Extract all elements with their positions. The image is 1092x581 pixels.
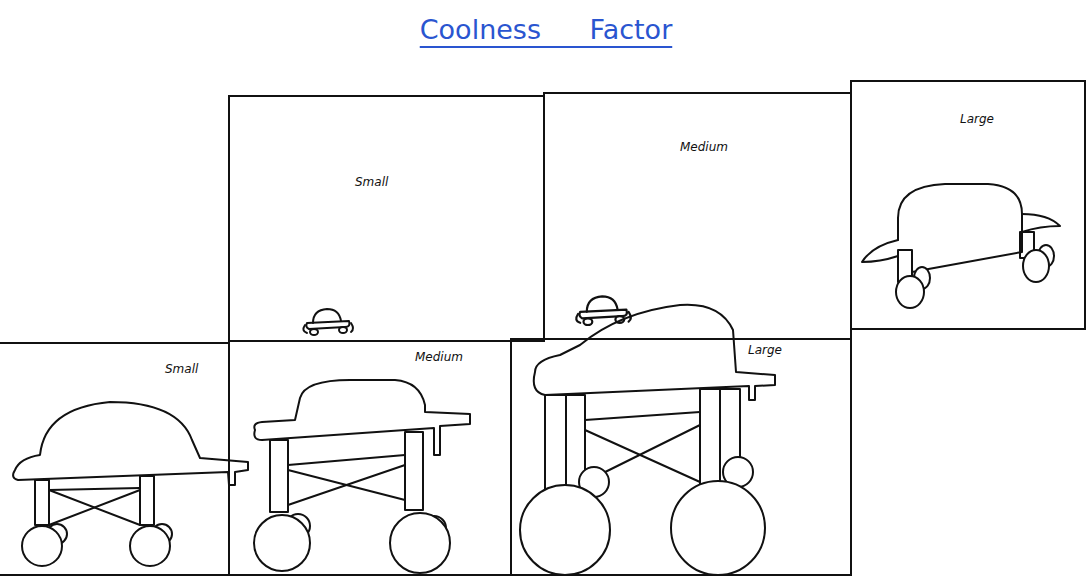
car-wheel <box>896 276 924 308</box>
size-label: Medium <box>680 140 728 154</box>
lifted-car-small <box>13 402 248 566</box>
tiny-car <box>303 309 353 335</box>
car-fender <box>351 323 353 332</box>
car-chassis <box>49 490 140 525</box>
car-wheel <box>390 513 450 573</box>
size-cell: Medium <box>543 92 852 340</box>
strut-line <box>565 395 567 488</box>
size-cell: Small <box>0 342 230 576</box>
car-fender <box>862 240 898 262</box>
size-label: Large <box>748 343 782 357</box>
car-wheel <box>671 481 765 575</box>
car-chassis <box>288 465 405 505</box>
car-chassis <box>49 488 140 490</box>
lifted-car-large <box>520 305 775 575</box>
wheel-strut <box>35 480 49 525</box>
strut-line <box>719 389 721 482</box>
size-cell: Small <box>228 95 545 342</box>
car-chassis <box>288 455 405 465</box>
size-label: Large <box>960 112 994 126</box>
size-cell: Large <box>510 338 852 576</box>
car-wheel <box>130 526 170 566</box>
size-cell: Medium <box>228 340 512 576</box>
wheel-strut <box>140 476 154 525</box>
car-wheel <box>310 329 318 335</box>
car-wheel <box>520 485 610 575</box>
car-body <box>254 380 470 455</box>
car-fender <box>576 314 580 323</box>
size-label: Small <box>165 362 198 376</box>
car-wheel <box>1023 250 1049 282</box>
car-fender <box>303 325 307 333</box>
diagram-title: Coolness Factor <box>420 14 672 45</box>
car-wheel <box>339 327 347 333</box>
car-chassis <box>585 412 700 420</box>
car-wheel <box>22 526 62 566</box>
car-body <box>898 184 1022 272</box>
wheel-strut <box>405 432 423 510</box>
car-body <box>534 305 775 400</box>
car-fender <box>1022 214 1060 232</box>
tiny-car <box>576 296 631 325</box>
size-label: Medium <box>415 350 463 364</box>
size-cell: Large <box>850 80 1086 330</box>
car-wheel <box>254 515 310 571</box>
large-plain-car <box>862 184 1060 308</box>
title-wrap: Coolness Factor <box>0 14 1092 45</box>
car-chassis <box>49 490 140 525</box>
car-wheel <box>584 318 593 325</box>
car-body <box>13 402 248 485</box>
wheel-strut <box>270 440 288 512</box>
size-label: Small <box>355 175 388 189</box>
lifted-car-medium <box>254 380 470 573</box>
